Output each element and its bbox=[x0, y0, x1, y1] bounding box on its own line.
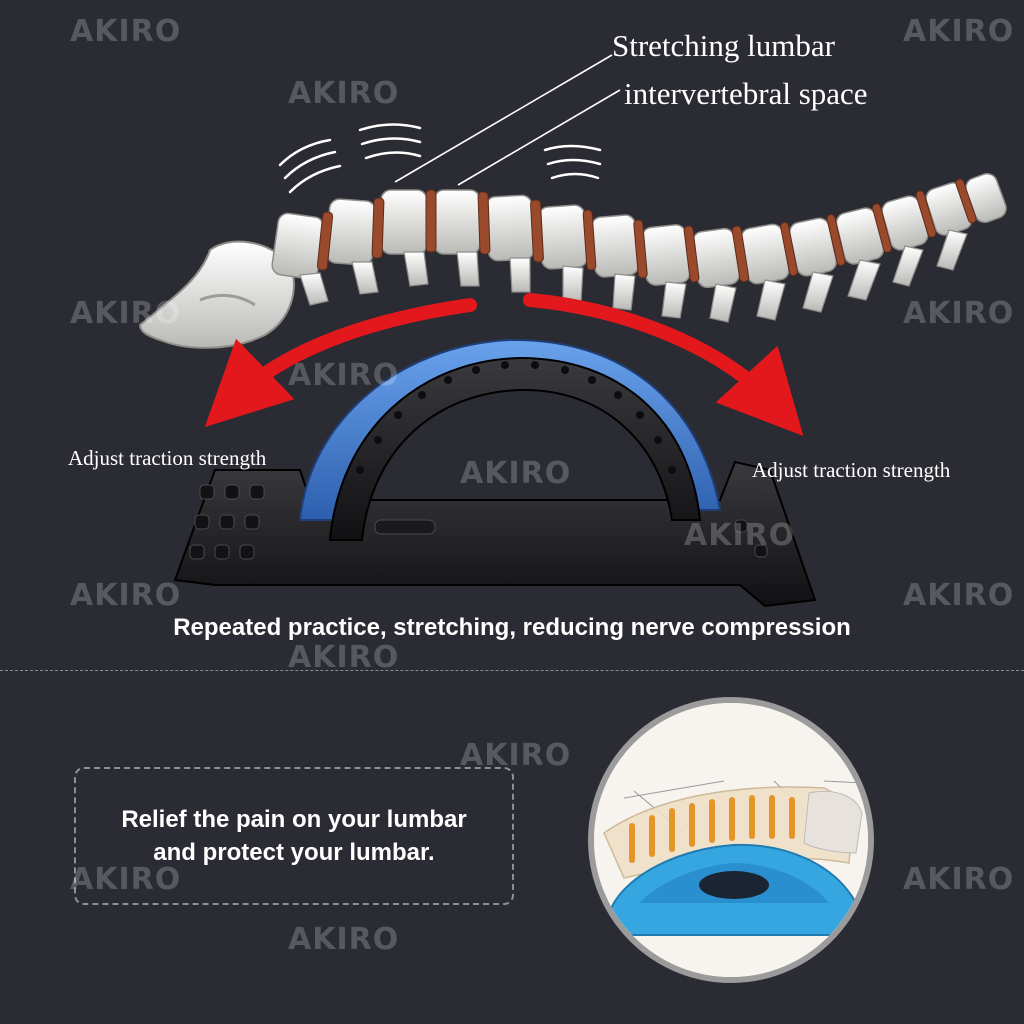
stretching-label-line1: Stretching lumbar bbox=[612, 28, 835, 63]
watermark: AKIRO bbox=[288, 76, 400, 111]
watermark: AKIRO bbox=[903, 296, 1015, 331]
watermark: AKIRO bbox=[460, 738, 572, 773]
stretcher-device-icon bbox=[173, 338, 817, 608]
spine-icon bbox=[271, 172, 1007, 323]
relief-message-box: Relief the pain on your lumbar and prote… bbox=[74, 767, 514, 905]
watermark: AKIRO bbox=[288, 640, 400, 675]
section-divider bbox=[0, 670, 1024, 671]
watermark: AKIRO bbox=[903, 578, 1015, 613]
watermark: AKIRO bbox=[70, 862, 182, 897]
closeup-illustration bbox=[594, 703, 868, 977]
caption-text: Repeated practice, stretching, reducing … bbox=[173, 614, 851, 641]
watermark: AKIRO bbox=[903, 862, 1015, 897]
watermark: AKIRO bbox=[684, 518, 796, 553]
traction-arrow-icon bbox=[204, 293, 804, 436]
pelvis-icon bbox=[138, 240, 295, 349]
adjust-label-left: Adjust traction strength bbox=[68, 446, 267, 470]
watermark: AKIRO bbox=[288, 922, 400, 957]
watermark: AKIRO bbox=[903, 14, 1015, 49]
relief-text: Relief the pain on your lumbar and prote… bbox=[121, 803, 466, 869]
spine-stretcher-illustration bbox=[138, 54, 1007, 608]
watermark: AKIRO bbox=[70, 296, 182, 331]
relief-line1: Relief the pain on your lumbar bbox=[121, 806, 467, 833]
vibration-lines-icon bbox=[278, 123, 602, 194]
watermark: AKIRO bbox=[460, 456, 572, 491]
stretching-label-line2: intervertebral space bbox=[624, 76, 868, 111]
relief-line2: and protect your lumbar. bbox=[153, 839, 435, 866]
watermark: AKIRO bbox=[70, 14, 182, 49]
spine-closeup-photo-icon bbox=[588, 697, 874, 983]
adjust-label-right: Adjust traction strength bbox=[752, 458, 951, 482]
label-leader-lines bbox=[394, 54, 621, 186]
watermark: AKIRO bbox=[288, 358, 400, 393]
watermark: AKIRO bbox=[70, 578, 182, 613]
